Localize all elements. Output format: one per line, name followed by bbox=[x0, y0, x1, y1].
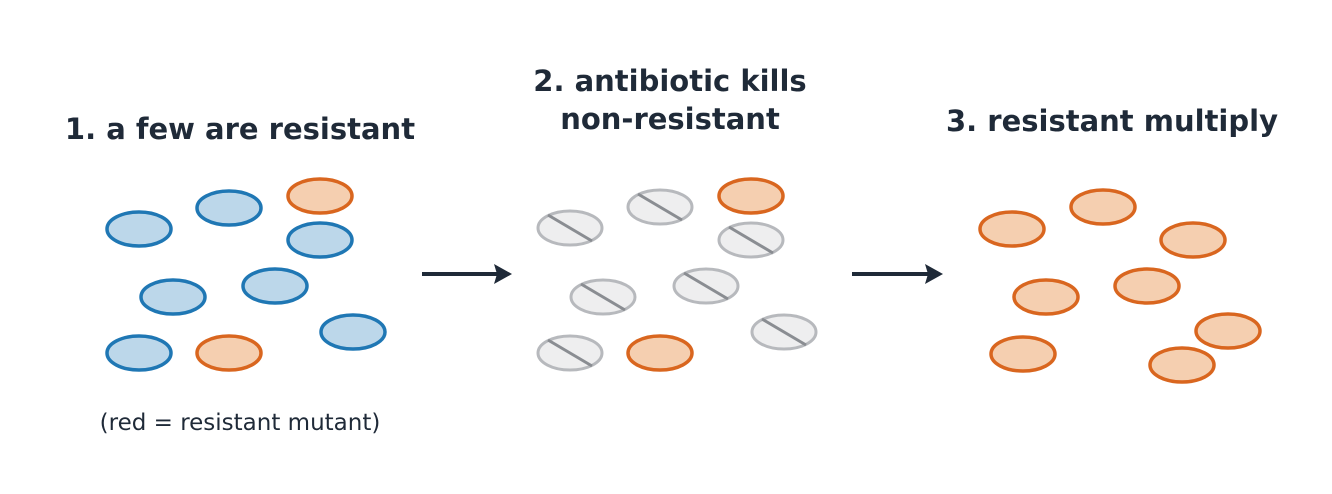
normal-bacterium bbox=[105, 334, 173, 372]
dead-bacterium bbox=[717, 221, 785, 259]
dead-bacterium bbox=[626, 188, 694, 226]
normal-bacterium bbox=[195, 189, 263, 227]
resistant-bacterium bbox=[1012, 278, 1080, 316]
resistant-bacterium bbox=[626, 334, 694, 372]
dead-bacterium bbox=[672, 267, 740, 305]
resistant-bacterium bbox=[1069, 188, 1137, 226]
resistant-bacterium bbox=[195, 334, 263, 372]
panel-3-title: 3. resistant multiply bbox=[946, 104, 1278, 138]
resistant-bacterium bbox=[1113, 267, 1181, 305]
panel-1-title: 1. a few are resistant bbox=[64, 112, 416, 146]
normal-bacterium bbox=[319, 313, 387, 351]
resistant-bacterium bbox=[1159, 221, 1227, 259]
resistant-bacterium bbox=[1194, 312, 1262, 350]
dead-bacterium bbox=[536, 334, 604, 372]
resistant-bacterium bbox=[717, 177, 785, 215]
dead-bacterium bbox=[569, 278, 637, 316]
resistant-bacterium bbox=[989, 335, 1057, 373]
legend-note: (red = resistant mutant) bbox=[99, 410, 381, 436]
dead-bacterium bbox=[750, 313, 818, 351]
normal-bacterium bbox=[241, 267, 309, 305]
normal-bacterium bbox=[139, 278, 207, 316]
right-arrow-icon bbox=[422, 264, 512, 284]
right-arrow-icon bbox=[852, 264, 943, 284]
panel-2-title-line-2: non-resistant bbox=[560, 102, 780, 136]
resistant-bacterium bbox=[978, 210, 1046, 248]
panel-2-title: 2. antibiotic kills non-resistant bbox=[470, 62, 870, 138]
panel-1-bacteria bbox=[105, 177, 387, 372]
panel-2-title-line-1: 2. antibiotic kills bbox=[533, 64, 807, 98]
dead-bacterium bbox=[536, 209, 604, 247]
normal-bacterium bbox=[105, 210, 173, 248]
resistant-bacterium bbox=[286, 177, 354, 215]
panel-2-bacteria bbox=[536, 177, 818, 372]
resistant-bacterium bbox=[1148, 346, 1216, 384]
panel-3-bacteria bbox=[978, 188, 1262, 384]
normal-bacterium bbox=[286, 221, 354, 259]
